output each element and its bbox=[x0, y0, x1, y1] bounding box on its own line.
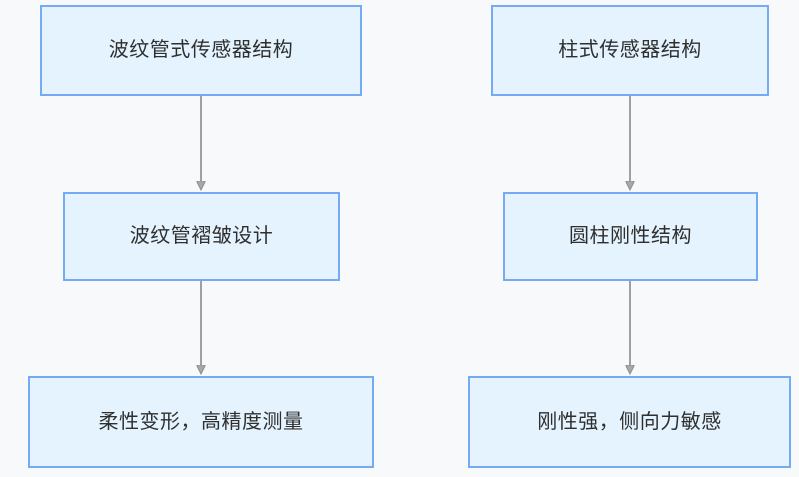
node-flexible-deformation-high-precision[interactable]: 柔性变形，高精度测量 bbox=[28, 376, 374, 468]
node-label: 柔性变形，高精度测量 bbox=[98, 410, 304, 433]
node-label: 圆柱刚性结构 bbox=[569, 225, 692, 247]
node-bellows-corrugation-design[interactable]: 波纹管褶皱设计 bbox=[63, 192, 340, 281]
node-high-rigidity-lateral-force-sensitive[interactable]: 刚性强，侧向力敏感 bbox=[468, 376, 791, 468]
node-column-sensor-structure[interactable]: 柱式传感器结构 bbox=[491, 5, 769, 96]
node-label: 刚性强，侧向力敏感 bbox=[537, 410, 722, 433]
node-cylindrical-rigid-structure[interactable]: 圆柱刚性结构 bbox=[503, 192, 758, 281]
node-label: 波纹管式传感器结构 bbox=[108, 39, 294, 61]
node-bellows-sensor-structure[interactable]: 波纹管式传感器结构 bbox=[40, 5, 362, 96]
node-label: 波纹管褶皱设计 bbox=[129, 225, 274, 247]
node-label: 柱式传感器结构 bbox=[558, 39, 702, 61]
